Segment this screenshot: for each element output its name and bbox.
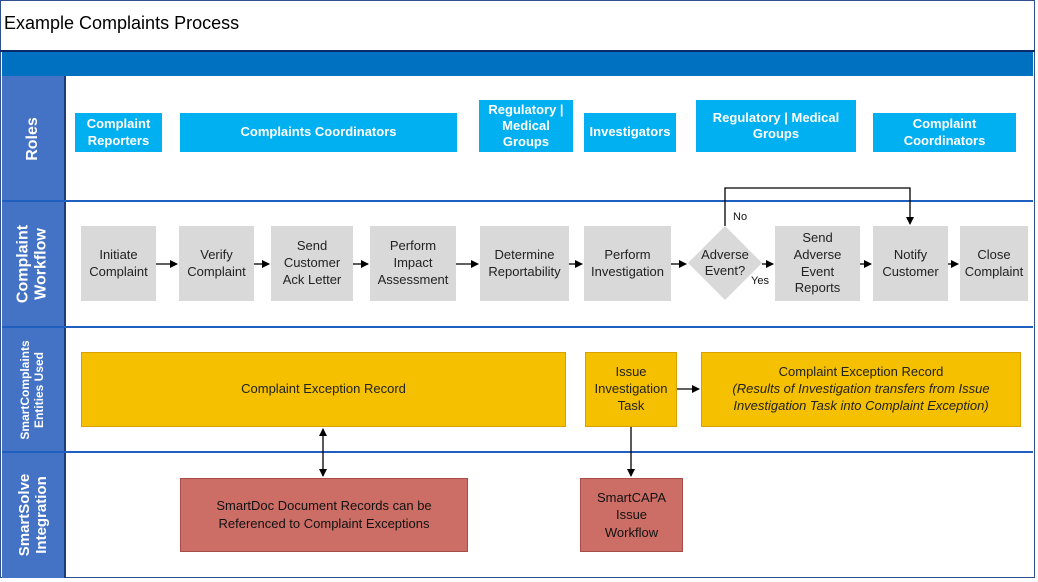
title-divider [0, 50, 1035, 52]
lane-header-roles: Roles [2, 76, 66, 201]
role-investigators: Investigators [584, 113, 676, 152]
decision-adverse-event: Adverse Event? [701, 246, 749, 278]
lane-divider [2, 451, 1033, 453]
decision-diamond [688, 226, 762, 300]
entity-record-title: Complaint Exception Record [778, 364, 944, 380]
step-initiate-complaint: Initiate Complaint [81, 226, 156, 301]
role-complaint-reporters: Complaint Reporters [75, 113, 162, 152]
role-complaints-coordinators: Complaints Coordinators [180, 113, 457, 152]
entity-complaint-exception-record: Complaint Exception Record [81, 352, 566, 427]
step-send-ack-letter: Send Customer Ack Letter [271, 226, 353, 301]
page-title: Example Complaints Process [4, 13, 240, 33]
entity-complaint-exception-record-2: Complaint Exception Record (Results of I… [701, 352, 1021, 427]
role-regulatory-medical-2: Regulatory | Medical Groups [696, 100, 856, 152]
entity-record-note: (Results of Investigation transfers from… [732, 381, 990, 413]
entity-issue-investigation-task: Issue Investigation Task [585, 352, 677, 427]
step-send-adverse-reports: Send Adverse Event Reports [775, 226, 860, 301]
header-bar [2, 52, 1033, 76]
role-complaint-coordinators: Complaint Coordinators [873, 113, 1016, 152]
integration-smartdoc: SmartDoc Document Records can be Referen… [180, 478, 468, 552]
label-yes: Yes [751, 275, 769, 287]
lane-divider [2, 200, 1033, 202]
step-determine-reportability: Determine Reportability [480, 226, 569, 301]
step-close-complaint: Close Complaint [960, 226, 1028, 301]
flow-arrow-no [724, 187, 914, 226]
integration-smartcapa: SmartCAPA Issue Workflow [580, 478, 683, 552]
step-impact-assessment: Perform Impact Assessment [370, 226, 456, 301]
step-notify-customer: Notify Customer [873, 226, 948, 301]
step-verify-complaint: Verify Complaint [179, 226, 254, 301]
lane-divider [2, 326, 1033, 328]
role-regulatory-medical: Regulatory | Medical Groups [479, 100, 573, 152]
label-no: No [733, 211, 748, 223]
step-perform-investigation: Perform Investigation [584, 226, 671, 301]
